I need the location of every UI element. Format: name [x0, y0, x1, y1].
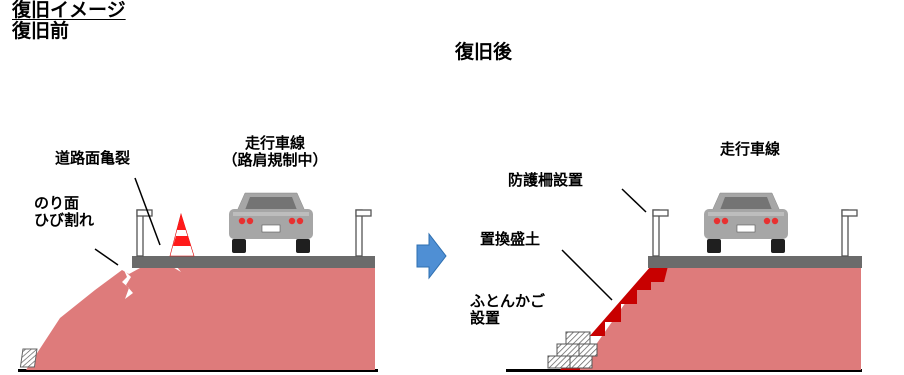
guardrail-post-right [355, 209, 372, 257]
leader-line-fill [561, 249, 613, 301]
gabion-label: ふとんかご 設置 [470, 292, 546, 328]
leader-line-guardrail [621, 188, 647, 213]
leader-line-slope [94, 248, 119, 266]
slope-crack-label: のり面 ひび割れ [34, 194, 95, 230]
fill-label: 置換盛土 [480, 230, 541, 248]
right-arrow-icon [416, 232, 447, 280]
before-heading: 復旧前 [12, 20, 70, 42]
slope-label-line2: ひび割れ [34, 211, 95, 230]
car-icon [703, 192, 789, 254]
lane-label-before: 走行車線 （路肩規制中） [200, 134, 350, 170]
road-surface-after [648, 256, 862, 268]
gabion-stub-before [19, 348, 38, 368]
guardrail-post-left-after [652, 209, 669, 257]
embankment-after [578, 268, 861, 370]
lane-label-after: 走行車線 [719, 140, 780, 158]
car-icon [228, 192, 314, 254]
guardrail-post-right-after [841, 209, 858, 257]
page-title: 復旧イメージ [12, 0, 126, 21]
embankment-before [26, 268, 375, 370]
gabion-icon [547, 331, 598, 369]
crack-icon [122, 270, 133, 299]
lane-label-line1: 走行車線 [244, 134, 305, 152]
lane-label-line2: （路肩規制中） [222, 151, 328, 170]
guardrail-label: 防護柵設置 [508, 171, 584, 189]
road-surface-before [132, 256, 375, 268]
gabion-label-line2: 設置 [470, 309, 501, 328]
after-heading: 復旧後 [455, 41, 513, 63]
crack-label: 道路面亀裂 [55, 149, 131, 167]
gabion-label-line1: ふとんかご [470, 292, 546, 310]
traffic-cone-icon [169, 212, 195, 257]
slope-label-line1: のり面 [34, 194, 80, 212]
leader-line-crack [134, 177, 161, 246]
